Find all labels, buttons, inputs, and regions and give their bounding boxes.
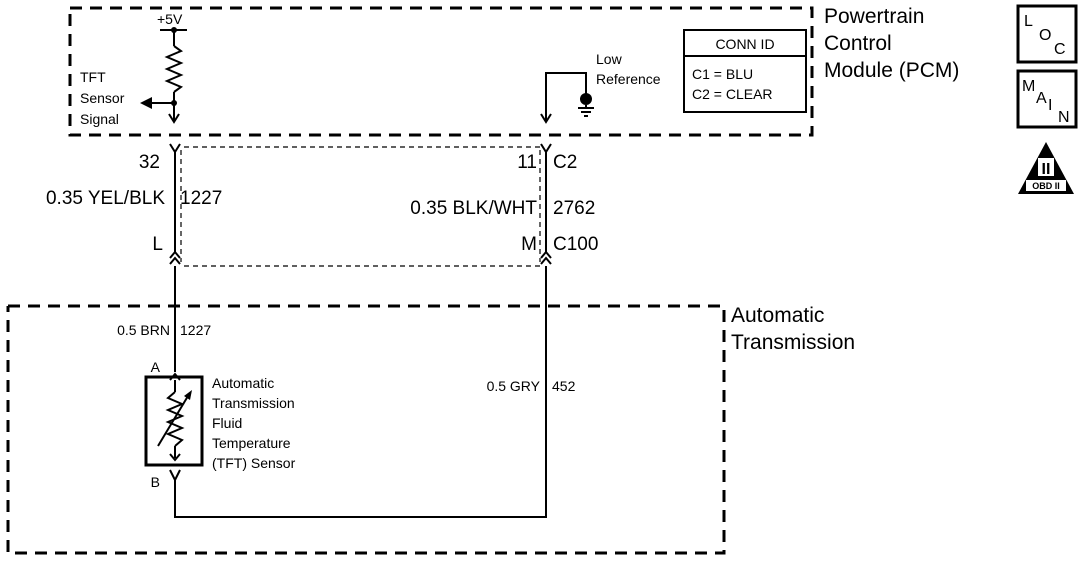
loc-badge-o: O — [1039, 27, 1051, 44]
right-wire-circuit: 2762 — [553, 198, 595, 219]
signal-label-line-3: Signal — [80, 111, 119, 127]
left-pin-top: 32 — [139, 152, 160, 173]
obd-ii-label: OBD II — [1032, 181, 1060, 191]
conn-id-table: CONN ID C1 = BLU C2 = CLEAR — [683, 29, 807, 113]
sensor-label-line-3: Fluid — [212, 415, 242, 431]
right-conn-top: C2 — [553, 152, 577, 173]
trans-right-circuit: 452 — [552, 378, 576, 394]
sensor-label-line-5: (TFT) Sensor — [212, 455, 296, 471]
main-badge-i: I — [1048, 97, 1052, 114]
pcm-title: Powertrain Control Module (PCM) — [824, 5, 959, 82]
signal-label-line-1: TFT — [80, 69, 106, 85]
conn-id-header: CONN ID — [715, 36, 774, 52]
pcm-title-line-3: Module (PCM) — [824, 59, 959, 82]
pcm-box — [68, 6, 814, 137]
sensor-label-line-1: Automatic — [212, 375, 274, 391]
sensor-label-line-4: Temperature — [212, 435, 291, 451]
transmission-wiring — [174, 266, 547, 518]
sensor-label-line-2: Transmission — [212, 395, 295, 411]
conn-id-row-1: C1 = BLU — [692, 66, 753, 82]
connector-outline — [180, 146, 541, 267]
low-ref-label-line-1: Low — [596, 51, 623, 67]
sensor-pin-a: A — [151, 359, 161, 375]
trans-left-gauge: 0.5 BRN — [117, 322, 170, 338]
supply-label: +5V — [157, 11, 183, 27]
transmission-box — [6, 304, 726, 555]
main-badge: M A I N — [1016, 69, 1078, 129]
transmission-title-line-1: Automatic — [731, 304, 824, 327]
low-ref-label-line-2: Reference — [596, 71, 661, 87]
left-wire-circuit: 1227 — [180, 188, 222, 209]
right-conn-bottom: C100 — [553, 234, 598, 255]
trans-left-circuit: 1227 — [180, 322, 211, 338]
sensor-pin-b: B — [151, 474, 160, 490]
wire-left — [169, 143, 181, 265]
signal-arrow — [140, 97, 174, 109]
main-badge-m: M — [1022, 78, 1035, 95]
pcm-title-line-1: Powertrain — [824, 5, 924, 28]
main-badge-n: N — [1058, 109, 1070, 126]
main-badge-a: A — [1036, 90, 1047, 107]
pull-up-resistor — [160, 27, 187, 124]
left-pin-bottom: L — [152, 234, 163, 255]
tft-sensor — [144, 372, 204, 483]
ground-symbol — [540, 72, 594, 124]
right-wire-gauge: 0.35 BLK/WHT — [410, 198, 537, 219]
loc-badge: L O C — [1016, 4, 1078, 64]
signal-label-line-2: Sensor — [80, 90, 125, 106]
right-pin-top: 11 — [517, 152, 537, 173]
wire-right — [540, 143, 552, 265]
transmission-title-line-2: Transmission — [731, 331, 855, 354]
conn-id-row-2: C2 = CLEAR — [692, 86, 773, 102]
obd-ii-badge: II OBD II — [1018, 142, 1074, 194]
pcm-title-line-2: Control — [824, 32, 892, 55]
right-pin-bottom: M — [521, 234, 537, 255]
loc-badge-l: L — [1024, 13, 1033, 30]
obd-ii-numeral: II — [1042, 161, 1051, 178]
loc-badge-c: C — [1054, 41, 1066, 58]
trans-right-gauge: 0.5 GRY — [487, 378, 541, 394]
left-wire-gauge: 0.35 YEL/BLK — [46, 188, 165, 209]
